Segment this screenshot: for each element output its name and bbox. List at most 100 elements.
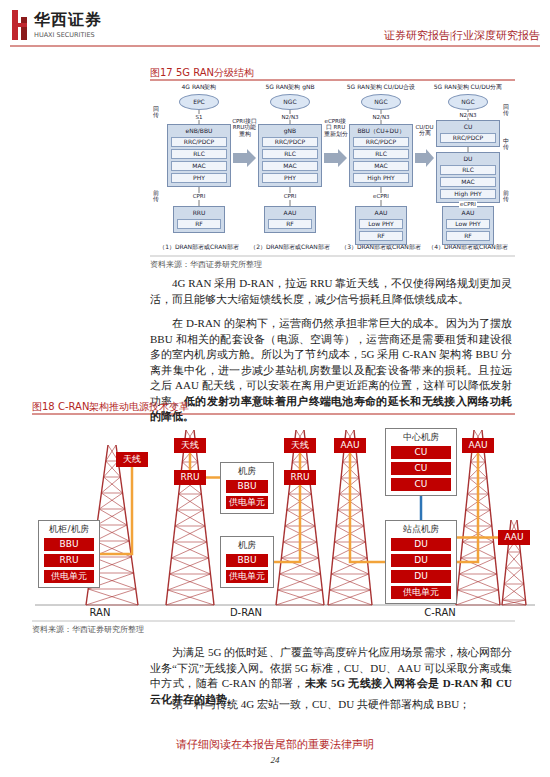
layer-box: MAC <box>353 161 409 171</box>
node-text: NGC <box>449 95 487 109</box>
tower-strut <box>168 590 213 591</box>
label-text: 华西证券 <box>34 10 124 31</box>
node-text: RLC <box>172 150 226 158</box>
layer-box: RF <box>446 231 490 241</box>
tower-strut <box>276 590 322 605</box>
tower-strut <box>101 493 124 509</box>
layer-box: RLC <box>440 165 496 175</box>
tower-strut <box>97 525 127 526</box>
label-text: 证券研究报告|行业深度研究报告 <box>300 29 540 43</box>
node-text: CU <box>391 478 451 491</box>
radio-box: RRU <box>174 470 206 485</box>
tower-strut <box>503 584 524 600</box>
tower-strut <box>175 526 207 542</box>
node-text: NGC <box>362 95 400 109</box>
label-text: 4G RAN 采用 D-RAN，拉远 RRU 靠近天线，不仅使得网络规划更加灵活… <box>150 276 512 307</box>
tower-strut <box>99 493 122 509</box>
node-text: eNB/BBU <box>171 127 227 135</box>
node-text: 天线 <box>174 438 206 453</box>
layer-box: MAC <box>171 161 227 171</box>
unit-box: DU <box>391 554 451 567</box>
tower-strut <box>502 600 525 605</box>
edge-label: N2/N3 <box>371 114 390 121</box>
tower-strut <box>276 605 324 606</box>
block-arrow <box>415 149 434 167</box>
tower-strut <box>168 574 211 590</box>
node-text: High PHY <box>354 174 408 182</box>
tower-strut <box>170 574 213 590</box>
layer-box: MAC <box>262 161 318 171</box>
tower-strut <box>328 590 370 605</box>
node-text: EPC <box>180 95 218 109</box>
edge-label: CPRI <box>192 193 207 200</box>
label-text: 图17 5G RAN分级结构 <box>150 66 490 80</box>
layer-box: High PHY <box>353 173 409 183</box>
tower-strut <box>330 590 371 591</box>
node-text: DU <box>391 538 451 551</box>
unit-box: DU <box>391 538 451 551</box>
tower-strut <box>175 510 203 526</box>
node-text: 机柜/机房 <box>44 523 94 535</box>
unit-box: 供电单元 <box>44 570 94 583</box>
node-text: AAU <box>462 438 494 453</box>
node-text: DU <box>391 554 451 567</box>
tower-strut <box>170 558 209 574</box>
tower-strut <box>101 477 120 493</box>
tower-strut <box>328 605 372 606</box>
radio-box: AAU <box>498 530 530 545</box>
node-text: PHY <box>172 174 226 182</box>
tower-strut <box>166 605 214 606</box>
tower-strut <box>502 605 526 606</box>
node-text: CU <box>391 446 451 459</box>
connector <box>457 536 498 539</box>
label-text: eCPRI接口 RRU重新划分 <box>323 118 348 137</box>
edge-label: CPRI <box>283 193 298 200</box>
node-text: RRC/PDCP <box>263 138 317 146</box>
node-text: MAC <box>441 178 495 186</box>
label-text: HUAXI SECURITIES <box>34 31 124 39</box>
tower-strut <box>171 558 210 574</box>
layer-box: RF <box>359 231 403 241</box>
node-box: AAULow PHYRF <box>355 206 407 245</box>
tower-strut <box>99 509 125 510</box>
node-text: 机房 <box>226 539 268 551</box>
tower-strut <box>330 590 372 605</box>
node-text: RRU <box>44 554 94 567</box>
core-cloud: NGC <box>270 94 310 110</box>
unit-box: BBU <box>226 554 268 567</box>
label-text: 第一种与传统 4G 宏站一致，CU、DU 共硬件部署构成 BBU； <box>150 697 512 713</box>
radio-box: 天线 <box>174 438 206 453</box>
edge-label: S1 <box>195 114 204 121</box>
paragraph: 在 D-RAN 的架构下，运营商仍然承担非常巨大的成本。因为为了摆放 BBU 和… <box>150 316 512 425</box>
label-text: CPRI接口 RRU功能重构 <box>232 118 257 137</box>
layer-box: RLC <box>353 149 409 159</box>
paragraph-text: 低的发射功率意味着用户终端电池寿命的延长和无线接入网络功耗的降低。 <box>150 395 512 423</box>
tower-strut <box>508 552 522 568</box>
node-text: RF <box>447 232 489 240</box>
connector <box>274 485 300 562</box>
label-text: 前传 <box>153 190 159 202</box>
node-box: DURLCMACHigh PHY <box>436 152 500 203</box>
node-text: MAC <box>263 162 317 170</box>
block-arrow <box>324 149 347 167</box>
tower-strut <box>177 510 203 511</box>
label-text: 24 <box>0 755 550 765</box>
node-box: BBU（CU+DU）RRC/PDCPRLCMACHigh PHY <box>349 124 413 187</box>
node-text: AAU <box>359 209 403 217</box>
node-text: BBU <box>44 538 94 551</box>
tower-strut <box>331 574 369 575</box>
node-box: 机房BBU供电单元 <box>220 536 274 588</box>
tower-strut <box>508 552 521 553</box>
radio-box: AAU <box>462 438 494 453</box>
tower-strut <box>506 552 520 568</box>
node-text: RF <box>269 220 311 228</box>
logo-bar <box>12 23 27 27</box>
tower-strut <box>171 542 206 558</box>
layer-box: RLC <box>171 149 227 159</box>
unit-box: CU <box>391 478 451 491</box>
connector <box>350 453 385 562</box>
layer-box: RRC/PDCP <box>353 137 409 147</box>
node-box: gNBRRC/PDCPRLCMACPHY <box>258 124 322 187</box>
tower-strut <box>88 589 138 605</box>
title-rule <box>150 80 515 81</box>
